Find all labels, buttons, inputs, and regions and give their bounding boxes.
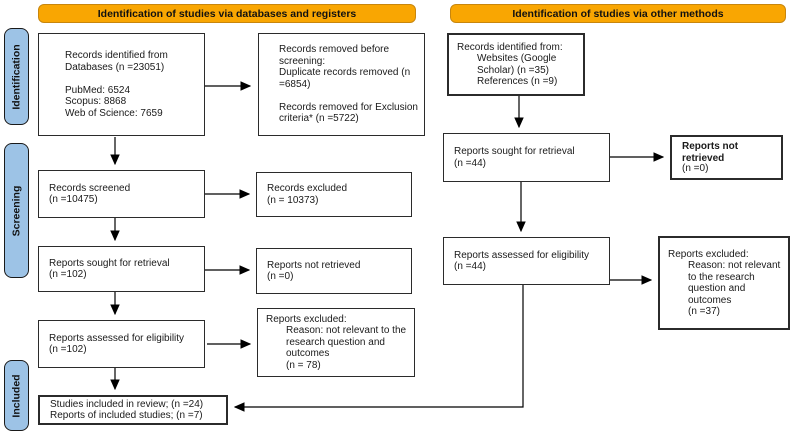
box-text: References (n =9) xyxy=(477,76,558,87)
box-other-reports-not-retrieved: Reports not retrieved (n =0) xyxy=(670,135,783,180)
box-text: Records identified from: xyxy=(457,41,563,53)
stage-included-label: Included xyxy=(10,373,23,418)
stage-included: Included xyxy=(4,360,29,431)
box-text: Reports of included studies; (n =7) xyxy=(50,410,203,421)
box-records-screened: Records screened (n =10475) xyxy=(38,170,205,218)
stage-identification-label: Identification xyxy=(10,43,23,110)
box-text: Scopus: 8868 xyxy=(65,96,127,107)
box-text: PubMed: 6524 xyxy=(65,84,131,96)
box-other-reports-assessed: Reports assessed for eligibility (n =44) xyxy=(443,237,610,285)
box-reports-excluded-reason: Reports excluded: Reason: not relevant t… xyxy=(257,308,415,377)
box-other-reports-excluded: Reports excluded: Reason: not relevant t… xyxy=(658,236,790,330)
box-text: Reports not retrieved xyxy=(682,141,739,164)
box-text: Reports sought for retrieval xyxy=(454,146,575,157)
box-text: Websites (Google Scholar) (n =35) xyxy=(477,53,557,76)
box-reports-assessed: Reports assessed for eligibility (n =102… xyxy=(38,320,205,368)
box-records-identified: Records identified from Databases (n =23… xyxy=(38,33,205,136)
stage-identification: Identification xyxy=(4,28,29,125)
header-other-methods: Identification of studies via other meth… xyxy=(450,4,786,23)
box-text: Duplicate records removed (n =6854) xyxy=(279,67,411,90)
box-text: Records excluded xyxy=(267,183,348,194)
box-text xyxy=(279,90,418,102)
box-text: Reason: not relevant to the research que… xyxy=(286,325,407,360)
box-text: Records removed before screening: xyxy=(279,44,390,67)
header-other-label: Identification of studies via other meth… xyxy=(512,7,724,20)
box-text: Reports not retrieved xyxy=(267,259,361,271)
stage-screening: Screening xyxy=(4,143,29,278)
box-reports-sought: Reports sought for retrieval (n =102) xyxy=(38,246,205,292)
box-text: (n = 78) xyxy=(286,359,321,371)
stage-screening-label: Screening xyxy=(10,185,23,236)
box-text: (n =102) xyxy=(49,269,87,280)
box-other-records-identified: Records identified from: Websites (Googl… xyxy=(447,33,585,96)
box-text: (n =102) xyxy=(49,344,87,355)
box-text: Reports assessed for eligibility xyxy=(454,249,590,261)
box-text: Records screened xyxy=(49,182,131,194)
box-text: Reports excluded: xyxy=(266,313,347,325)
box-records-removed: Records removed before screening: Duplic… xyxy=(258,33,425,136)
header-databases-registers: Identification of studies via databases … xyxy=(38,4,416,23)
box-text: (n = 10373) xyxy=(267,194,319,206)
box-text: (n =37) xyxy=(688,306,720,317)
box-records-excluded: Records excluded (n = 10373) xyxy=(256,172,412,217)
box-text: Records identified from xyxy=(65,50,168,61)
box-text xyxy=(65,73,198,85)
box-text: Reports assessed for eligibility xyxy=(49,332,185,344)
box-text: Reports excluded: xyxy=(668,248,749,260)
box-text: (n =44) xyxy=(454,261,486,272)
box-reports-not-retrieved: Reports not retrieved (n =0) xyxy=(256,248,412,294)
box-text: Reason: not relevant to the research que… xyxy=(688,260,781,306)
box-text: Databases (n =23051) xyxy=(65,61,165,73)
box-text: Records removed for Exclusion criteria* … xyxy=(279,101,418,125)
box-studies-included: Studies included in review; (n =24) Repo… xyxy=(38,395,228,425)
box-text: Reports sought for retrieval xyxy=(49,257,170,269)
box-other-reports-sought: Reports sought for retrieval (n =44) xyxy=(443,133,610,182)
box-text: (n =0) xyxy=(267,271,294,282)
box-text: (n =0) xyxy=(682,162,709,174)
box-text: (n =44) xyxy=(454,157,486,169)
box-text: Studies included in review; (n =24) xyxy=(50,398,204,410)
box-text: Web of Science: 7659 xyxy=(65,107,163,119)
header-databases-label: Identification of studies via databases … xyxy=(97,7,357,20)
box-text: (n =10475) xyxy=(49,194,98,205)
